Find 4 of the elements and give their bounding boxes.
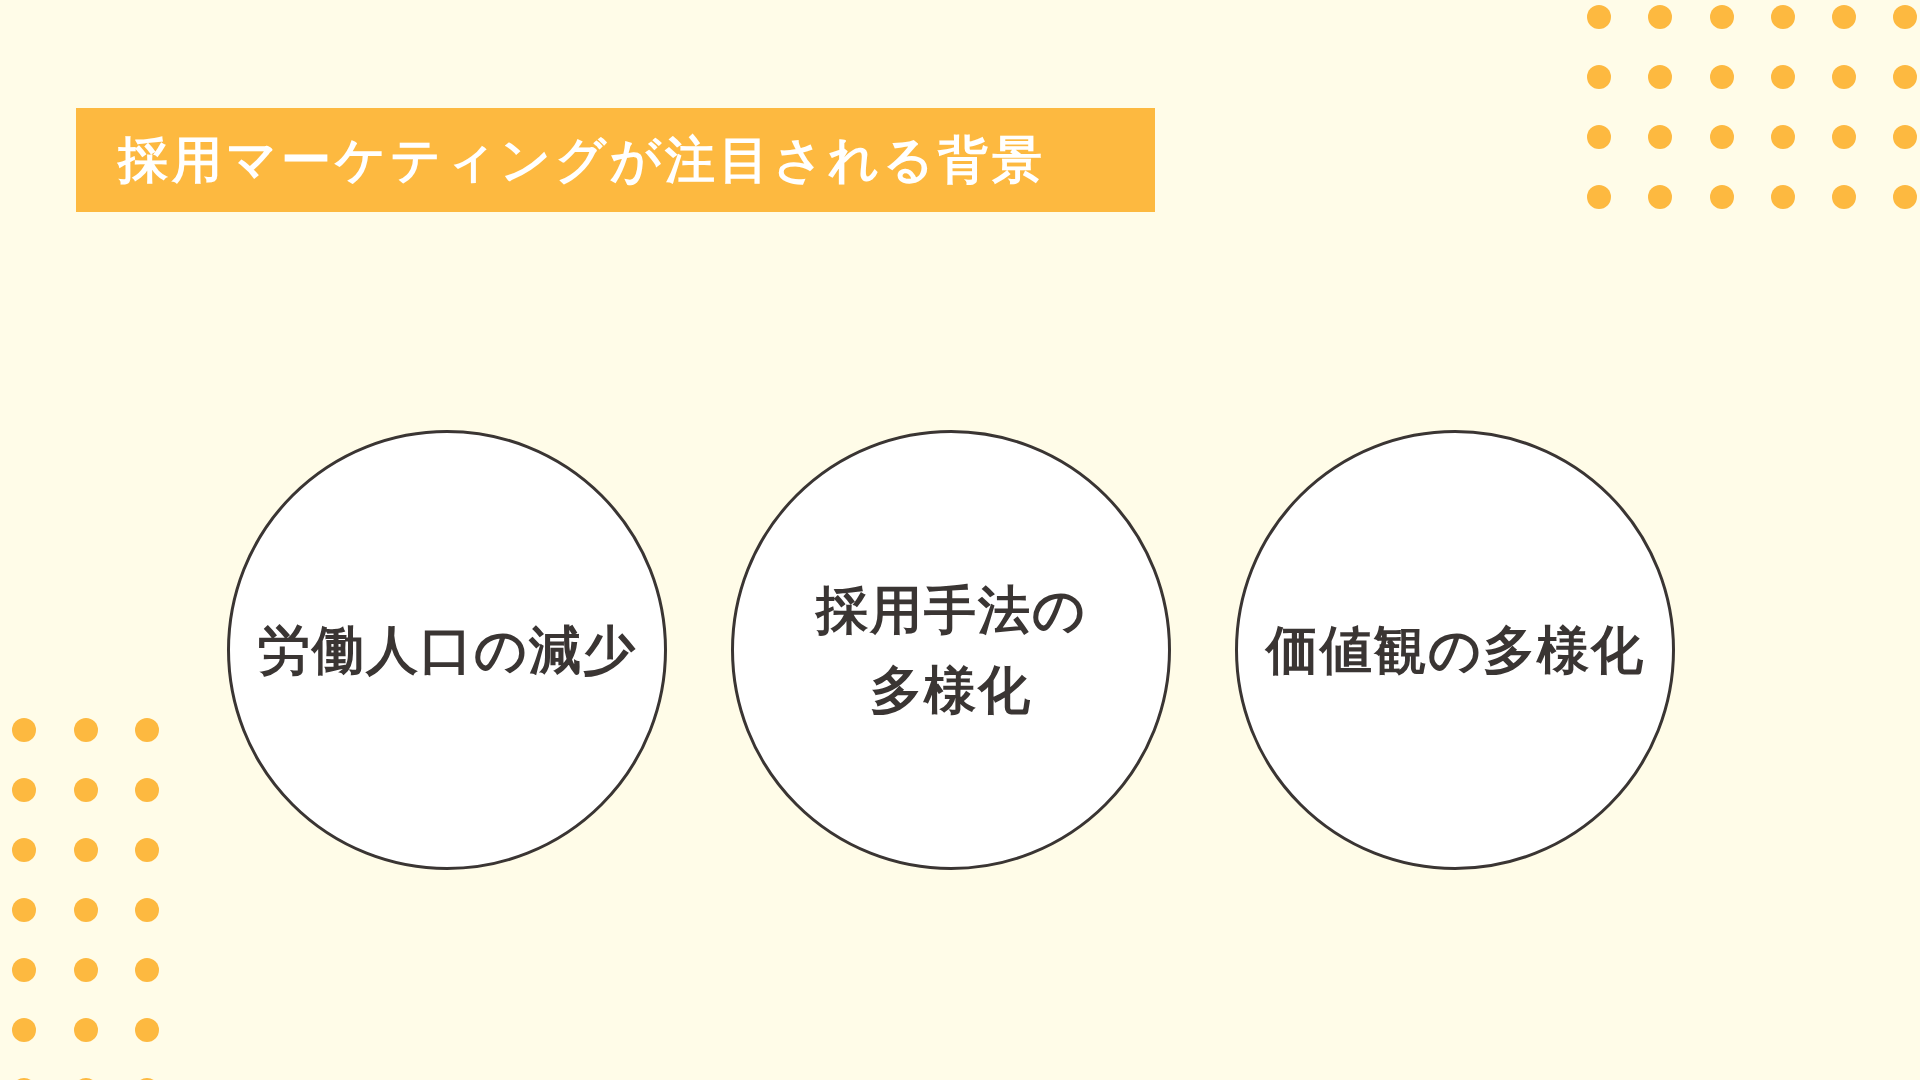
circle-label: 採用手法の多様化 [814,579,1088,722]
circle-label: 価値観の多様化 [1265,619,1645,682]
circle-label: 労働人口の減少 [257,619,637,682]
title-banner: 採用マーケティングが注目される背景 [76,108,1155,212]
